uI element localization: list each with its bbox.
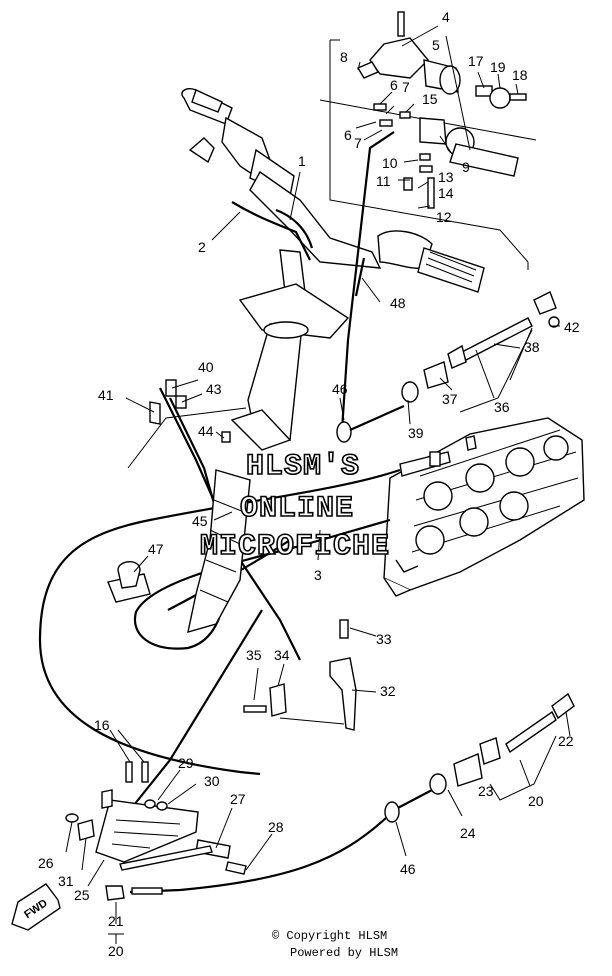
steering-column: [230, 249, 350, 451]
callout-20: 20: [528, 793, 544, 809]
lower-cable-46: [105, 801, 400, 901]
carburetor-block: [383, 417, 585, 597]
callout-11: 11: [376, 173, 391, 189]
copyright-line: © Copyright HLSM: [272, 929, 388, 943]
callout-28: 28: [268, 819, 284, 835]
callout-48: 48: [390, 295, 406, 311]
callout-2: 2: [198, 239, 206, 255]
callout-1: 1: [298, 153, 306, 169]
callout-15: 15: [422, 91, 438, 107]
callout-38: 38: [524, 339, 540, 355]
fittings-40-44: [127, 379, 247, 469]
watermark-line-2: ONLINE: [240, 492, 354, 526]
callout-42: 42: [564, 319, 580, 335]
throttle-cable: [340, 131, 395, 431]
callout-25: 25: [74, 887, 90, 903]
cable-adjuster-39: [399, 435, 477, 477]
handlebar-bar: [249, 170, 485, 293]
callout-32: 32: [380, 683, 396, 699]
callout-21: 21: [108, 913, 124, 929]
throttle-housing: [356, 11, 527, 209]
callout-19: 19: [490, 59, 506, 75]
callout-34: 34: [274, 647, 290, 663]
callout-labels: 1 2 3 4 5 6 6 7 7 8 9 10 11 12 13 14 15 …: [38, 9, 580, 959]
callout-10: 10: [382, 155, 398, 171]
callout-27: 27: [230, 791, 246, 807]
cable-end-lower: [393, 692, 575, 811]
callout-6b: 6: [344, 127, 352, 143]
callout-37: 37: [442, 391, 458, 407]
clamp-47: [107, 561, 151, 603]
grommet-46-upper: [336, 404, 405, 443]
callout-43: 43: [206, 381, 222, 397]
callout-20b: 20: [108, 943, 124, 959]
callout-16: 16: [94, 717, 110, 733]
callout-3: 3: [314, 567, 322, 583]
callout-4: 4: [442, 9, 450, 25]
callout-45: 45: [192, 513, 208, 529]
bracket-32: [243, 619, 357, 731]
callout-31: 31: [58, 873, 74, 889]
callout-18: 18: [512, 67, 528, 83]
callout-22: 22: [558, 733, 574, 749]
watermark: HLSM'S ONLINE MICROFICHE: [199, 449, 390, 565]
callout-46-upper: 46: [332, 381, 348, 397]
callout-36: 36: [494, 399, 510, 415]
callout-46-lower: 46: [400, 861, 416, 877]
upper-cables: [231, 201, 314, 261]
callout-17: 17: [468, 53, 484, 69]
leader-lines: [65, 25, 571, 944]
lever-bracket-25: [65, 789, 247, 875]
callout-39: 39: [408, 425, 424, 441]
handlebar-left-grip: [181, 88, 295, 197]
callout-44: 44: [198, 423, 214, 439]
callout-6: 6: [390, 77, 398, 93]
fwd-arrow-tag: FWD: [11, 883, 61, 931]
callout-13: 13: [438, 169, 454, 185]
callout-7b: 7: [354, 135, 362, 151]
callout-47: 47: [148, 541, 164, 557]
powered-by-line: Powered by HLSM: [290, 946, 399, 960]
callout-23: 23: [478, 783, 494, 799]
callout-40: 40: [198, 359, 214, 375]
callout-35: 35: [246, 647, 262, 663]
watermark-line-1: HLSM'S: [246, 450, 360, 484]
callout-8: 8: [340, 49, 348, 65]
cable-sleeve-45: [187, 469, 251, 633]
callout-33: 33: [376, 631, 392, 647]
callout-26: 26: [38, 855, 54, 871]
callout-12: 12: [436, 209, 452, 225]
callout-7: 7: [402, 79, 410, 95]
callout-24: 24: [460, 825, 476, 841]
cable-end-upper: [401, 291, 560, 403]
callout-9: 9: [462, 159, 470, 175]
callout-41: 41: [98, 387, 114, 403]
callout-5: 5: [432, 37, 440, 53]
callout-14: 14: [438, 185, 454, 201]
watermark-line-3: MICROFICHE: [200, 530, 390, 564]
bolts-16: [125, 761, 149, 783]
callout-30: 30: [204, 773, 220, 789]
callout-29: 29: [178, 755, 194, 771]
